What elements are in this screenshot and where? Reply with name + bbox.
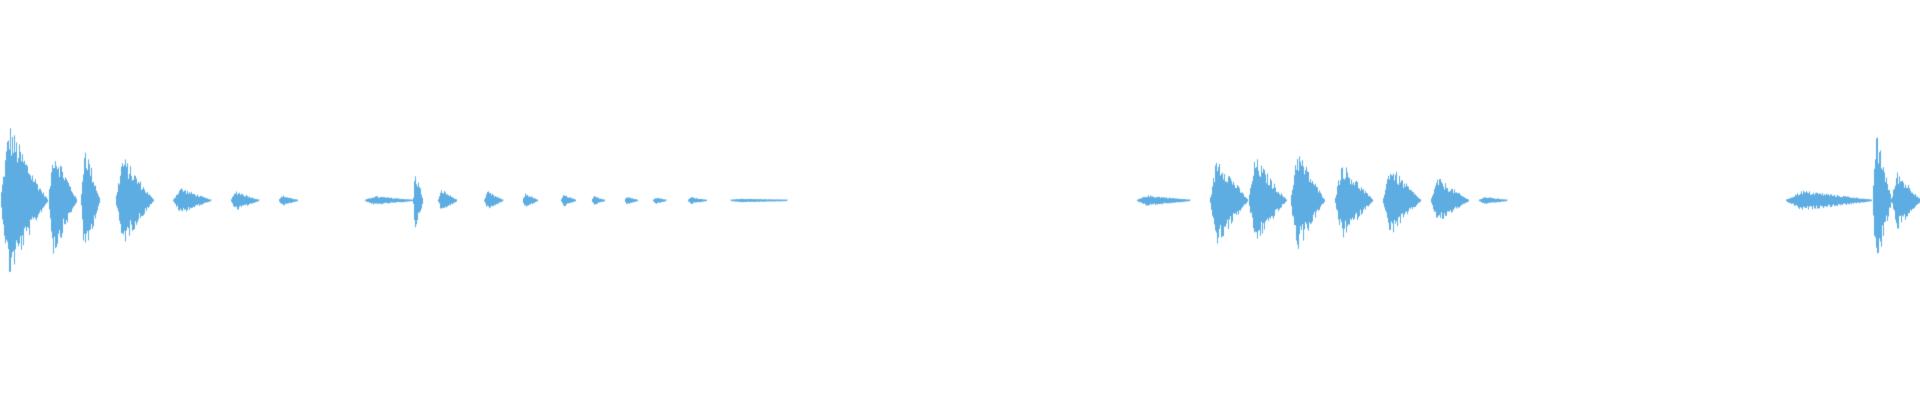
audio-waveform[interactable] — [0, 0, 1920, 400]
waveform-view — [0, 0, 1920, 400]
